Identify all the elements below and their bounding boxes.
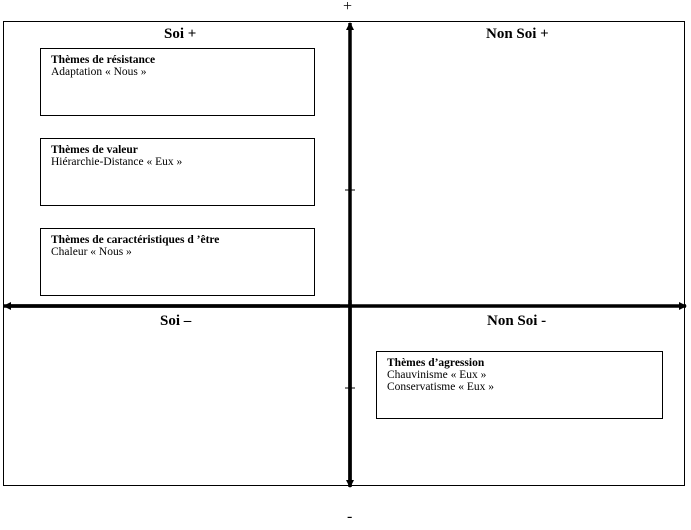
theme-title: Thèmes d’agression: [387, 357, 485, 369]
quadrant-label-soi-plus: Soi +: [164, 26, 197, 42]
theme-box-resistance: Thèmes de résistance Adaptation « Nous »: [40, 48, 315, 116]
theme-title: Thèmes de valeur: [51, 144, 138, 156]
quadrant-label-non-soi-plus: Non Soi +: [486, 26, 549, 42]
diagram-frame: [3, 21, 685, 486]
theme-box-caracteristiques: Thèmes de caractéristiques d ’être Chale…: [40, 228, 315, 296]
theme-line: Hiérarchie-Distance « Eux »: [51, 156, 183, 168]
theme-line: Adaptation « Nous »: [51, 66, 147, 78]
axis-plus-sign: +: [343, 0, 353, 15]
theme-line: Chaleur « Nous »: [51, 246, 132, 258]
theme-box-valeur: Thèmes de valeur Hiérarchie-Distance « E…: [40, 138, 315, 206]
quadrant-label-soi-minus: Soi –: [160, 313, 192, 329]
theme-line: Conservatisme « Eux »: [387, 381, 494, 393]
theme-title: Thèmes de résistance: [51, 54, 156, 66]
theme-line: Chauvinisme « Eux »: [387, 369, 487, 381]
quadrant-label-non-soi-minus: Non Soi -: [487, 313, 547, 329]
theme-box-agression: Thèmes d’agression Chauvinisme « Eux » C…: [376, 351, 663, 419]
theme-title: Thèmes de caractéristiques d ’être: [51, 234, 220, 246]
axis-minus-sign: -: [347, 508, 353, 525]
